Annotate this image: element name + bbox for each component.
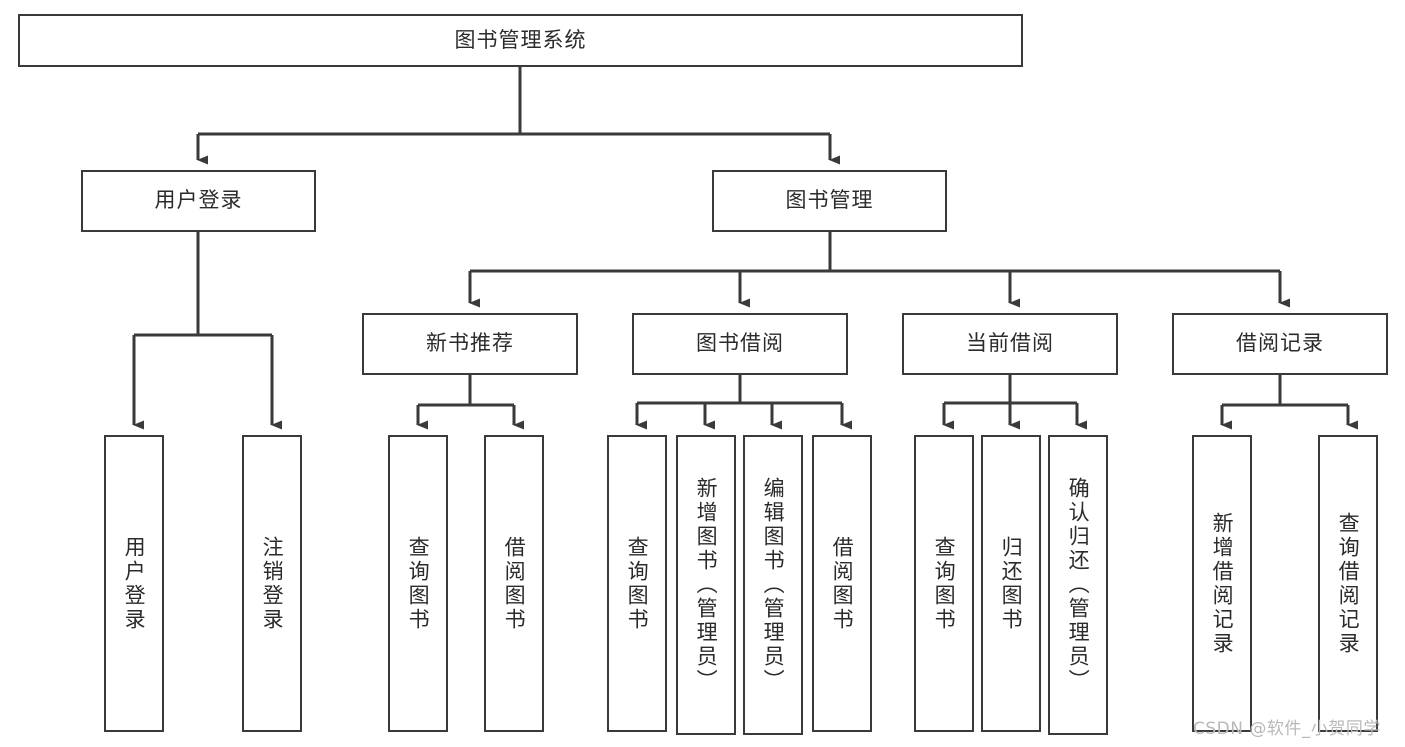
leaf-borrow-borrow-book-label: 借阅图书 [830,535,855,632]
node-book-borrow-label: 图书借阅 [696,331,784,356]
leaf-rec-query-book-label: 查询图书 [406,535,431,632]
node-book-borrow[interactable]: 图书借阅 [632,313,848,375]
leaf-rec-borrow-book[interactable]: 借阅图书 [484,435,544,732]
csdn-watermark: CSDN @软件_小贺同学 [1193,719,1381,739]
node-root-system[interactable]: 图书管理系统 [18,14,1023,67]
leaf-borrow-edit-book-label: 编辑图书（管理员） [761,477,786,693]
node-user-login-label: 用户登录 [154,188,243,213]
leaf-rec-query-record[interactable]: 查询借阅记录 [1318,435,1378,732]
leaf-cur-return-book[interactable]: 归还图书 [981,435,1041,732]
leaf-user-logout[interactable]: 注销登录 [242,435,302,732]
leaf-user-login[interactable]: 用户登录 [104,435,164,732]
leaf-rec-add-record-label: 新增借阅记录 [1210,511,1235,656]
leaf-user-login-label: 用户登录 [122,535,147,632]
node-borrow-record-label: 借阅记录 [1236,331,1324,356]
leaf-user-logout-label: 注销登录 [260,535,285,632]
leaf-borrow-query-book[interactable]: 查询图书 [607,435,667,732]
leaf-rec-query-book[interactable]: 查询图书 [388,435,448,732]
node-new-book-recommend-label: 新书推荐 [426,331,514,356]
node-borrow-record[interactable]: 借阅记录 [1172,313,1388,375]
leaf-rec-add-record[interactable]: 新增借阅记录 [1192,435,1252,732]
node-user-login[interactable]: 用户登录 [81,170,316,232]
leaf-borrow-edit-book[interactable]: 编辑图书（管理员） [743,435,803,735]
node-book-manage-label: 图书管理 [785,188,874,213]
node-current-borrow-label: 当前借阅 [966,331,1054,356]
node-current-borrow[interactable]: 当前借阅 [902,313,1118,375]
leaf-borrow-query-book-label: 查询图书 [625,535,650,632]
leaf-borrow-add-book[interactable]: 新增图书（管理员） [676,435,736,735]
leaf-cur-query-book-label: 查询图书 [932,535,957,632]
node-book-manage[interactable]: 图书管理 [712,170,947,232]
leaf-cur-return-book-label: 归还图书 [999,535,1024,632]
node-root-label: 图书管理系统 [454,27,587,52]
leaf-borrow-borrow-book[interactable]: 借阅图书 [812,435,872,732]
leaf-borrow-add-book-label: 新增图书（管理员） [694,477,719,693]
node-new-book-recommend[interactable]: 新书推荐 [362,313,578,375]
leaf-cur-confirm-return-label: 确认归还（管理员） [1066,477,1091,693]
leaf-cur-query-book[interactable]: 查询图书 [914,435,974,732]
leaf-rec-query-record-label: 查询借阅记录 [1336,511,1361,656]
leaf-rec-borrow-book-label: 借阅图书 [502,535,527,632]
leaf-cur-confirm-return[interactable]: 确认归还（管理员） [1048,435,1108,735]
